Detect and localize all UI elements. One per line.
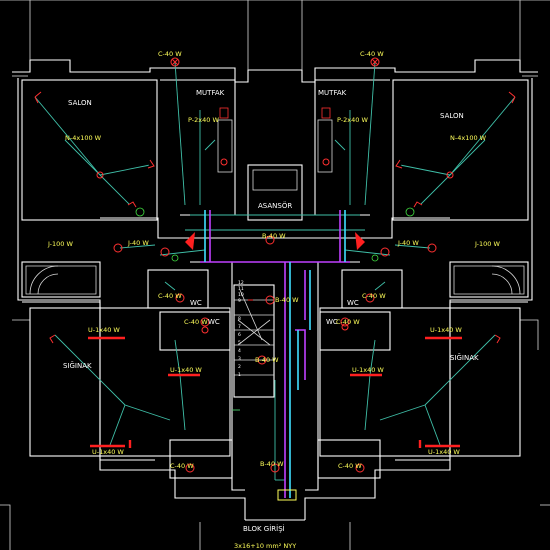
load-label: U-1x40 W <box>430 326 462 334</box>
load-label: P-2x40 W <box>188 116 219 124</box>
ceiling-lamp-icon <box>370 57 380 67</box>
load-label: J-100 W <box>474 240 501 248</box>
load-label: U-1x40 W <box>92 448 124 456</box>
ceiling-lamp-icon <box>170 57 180 67</box>
room-label-salon-left: SALON <box>68 99 92 107</box>
load-label: U-1x40 W <box>428 448 460 456</box>
room-label-wc-center-right: WC <box>326 318 338 326</box>
stair-treads <box>234 299 274 376</box>
svg-text:12: 12 <box>238 280 244 286</box>
stair-step-numbers: 12 11 10 9 8 7 6 5 4 3 2 1 <box>238 280 244 378</box>
load-label: C-40 W <box>362 292 386 300</box>
load-label: J-100 W <box>47 240 74 248</box>
load-label: C-40 W <box>184 318 208 326</box>
light-fixtures <box>34 57 516 473</box>
svg-text:2: 2 <box>238 364 241 370</box>
load-label: B-40 W <box>260 460 284 468</box>
load-label: J-40 W <box>397 239 419 247</box>
svg-text:6: 6 <box>238 332 241 338</box>
room-label-salon-right: SALON <box>440 112 464 120</box>
load-labels: C-40 W C-40 W N-4x100 W N-4x100 W P-2x40… <box>47 50 501 550</box>
load-label: C-40 W <box>158 50 182 58</box>
load-label: P-2x40 W <box>337 116 368 124</box>
load-label: N-4x100 W <box>450 134 487 142</box>
svg-text:1: 1 <box>238 372 241 378</box>
load-label: C-40 W <box>360 50 384 58</box>
svg-text:10: 10 <box>238 292 244 298</box>
room-label-wc-left: WC <box>190 299 202 307</box>
load-label: C-40 W <box>336 318 360 326</box>
room-label-wc-right: WC <box>347 299 359 307</box>
load-label: U-1x40 W <box>170 366 202 374</box>
load-label: C-40 W <box>158 292 182 300</box>
room-label-siginak-left: SIĞINAK <box>63 361 92 370</box>
room-labels: SALON SALON MUTFAK MUTFAK ASANSÖR WC WC … <box>63 89 479 533</box>
balcony-stairs <box>29 265 521 295</box>
room-label-blok-girisi: BLOK GİRİŞİ <box>243 524 285 533</box>
cable-spec-label: 3x16+10 mm² NYY <box>234 542 296 550</box>
load-label: U-1x40 W <box>352 366 384 374</box>
load-label: B-40 W <box>255 356 279 364</box>
room-label-mutfak-right: MUTFAK <box>318 89 347 97</box>
room-label-mutfak-left: MUTFAK <box>196 89 225 97</box>
load-label: C-40 W <box>338 462 362 470</box>
svg-text:11: 11 <box>238 286 244 292</box>
svg-text:8: 8 <box>238 316 241 322</box>
svg-text:3: 3 <box>238 356 241 362</box>
load-label: B-40 W <box>262 232 286 240</box>
svg-text:4: 4 <box>238 348 241 354</box>
load-label: B-40 W <box>275 296 299 304</box>
load-label: N-4x100 W <box>65 134 102 142</box>
load-label: J-40 W <box>127 239 149 247</box>
risers <box>200 210 350 501</box>
wiring <box>34 61 516 481</box>
room-label-asansor: ASANSÖR <box>258 201 292 210</box>
room-label-wc-center-left: WC <box>208 318 220 326</box>
room-label-siginak-right: SIĞINAK <box>450 353 479 362</box>
svg-text:7: 7 <box>238 324 241 330</box>
svg-text:5: 5 <box>238 340 241 346</box>
svg-text:9: 9 <box>238 298 241 304</box>
load-label: U-1x40 W <box>88 326 120 334</box>
load-label: C-40 W <box>170 462 194 470</box>
